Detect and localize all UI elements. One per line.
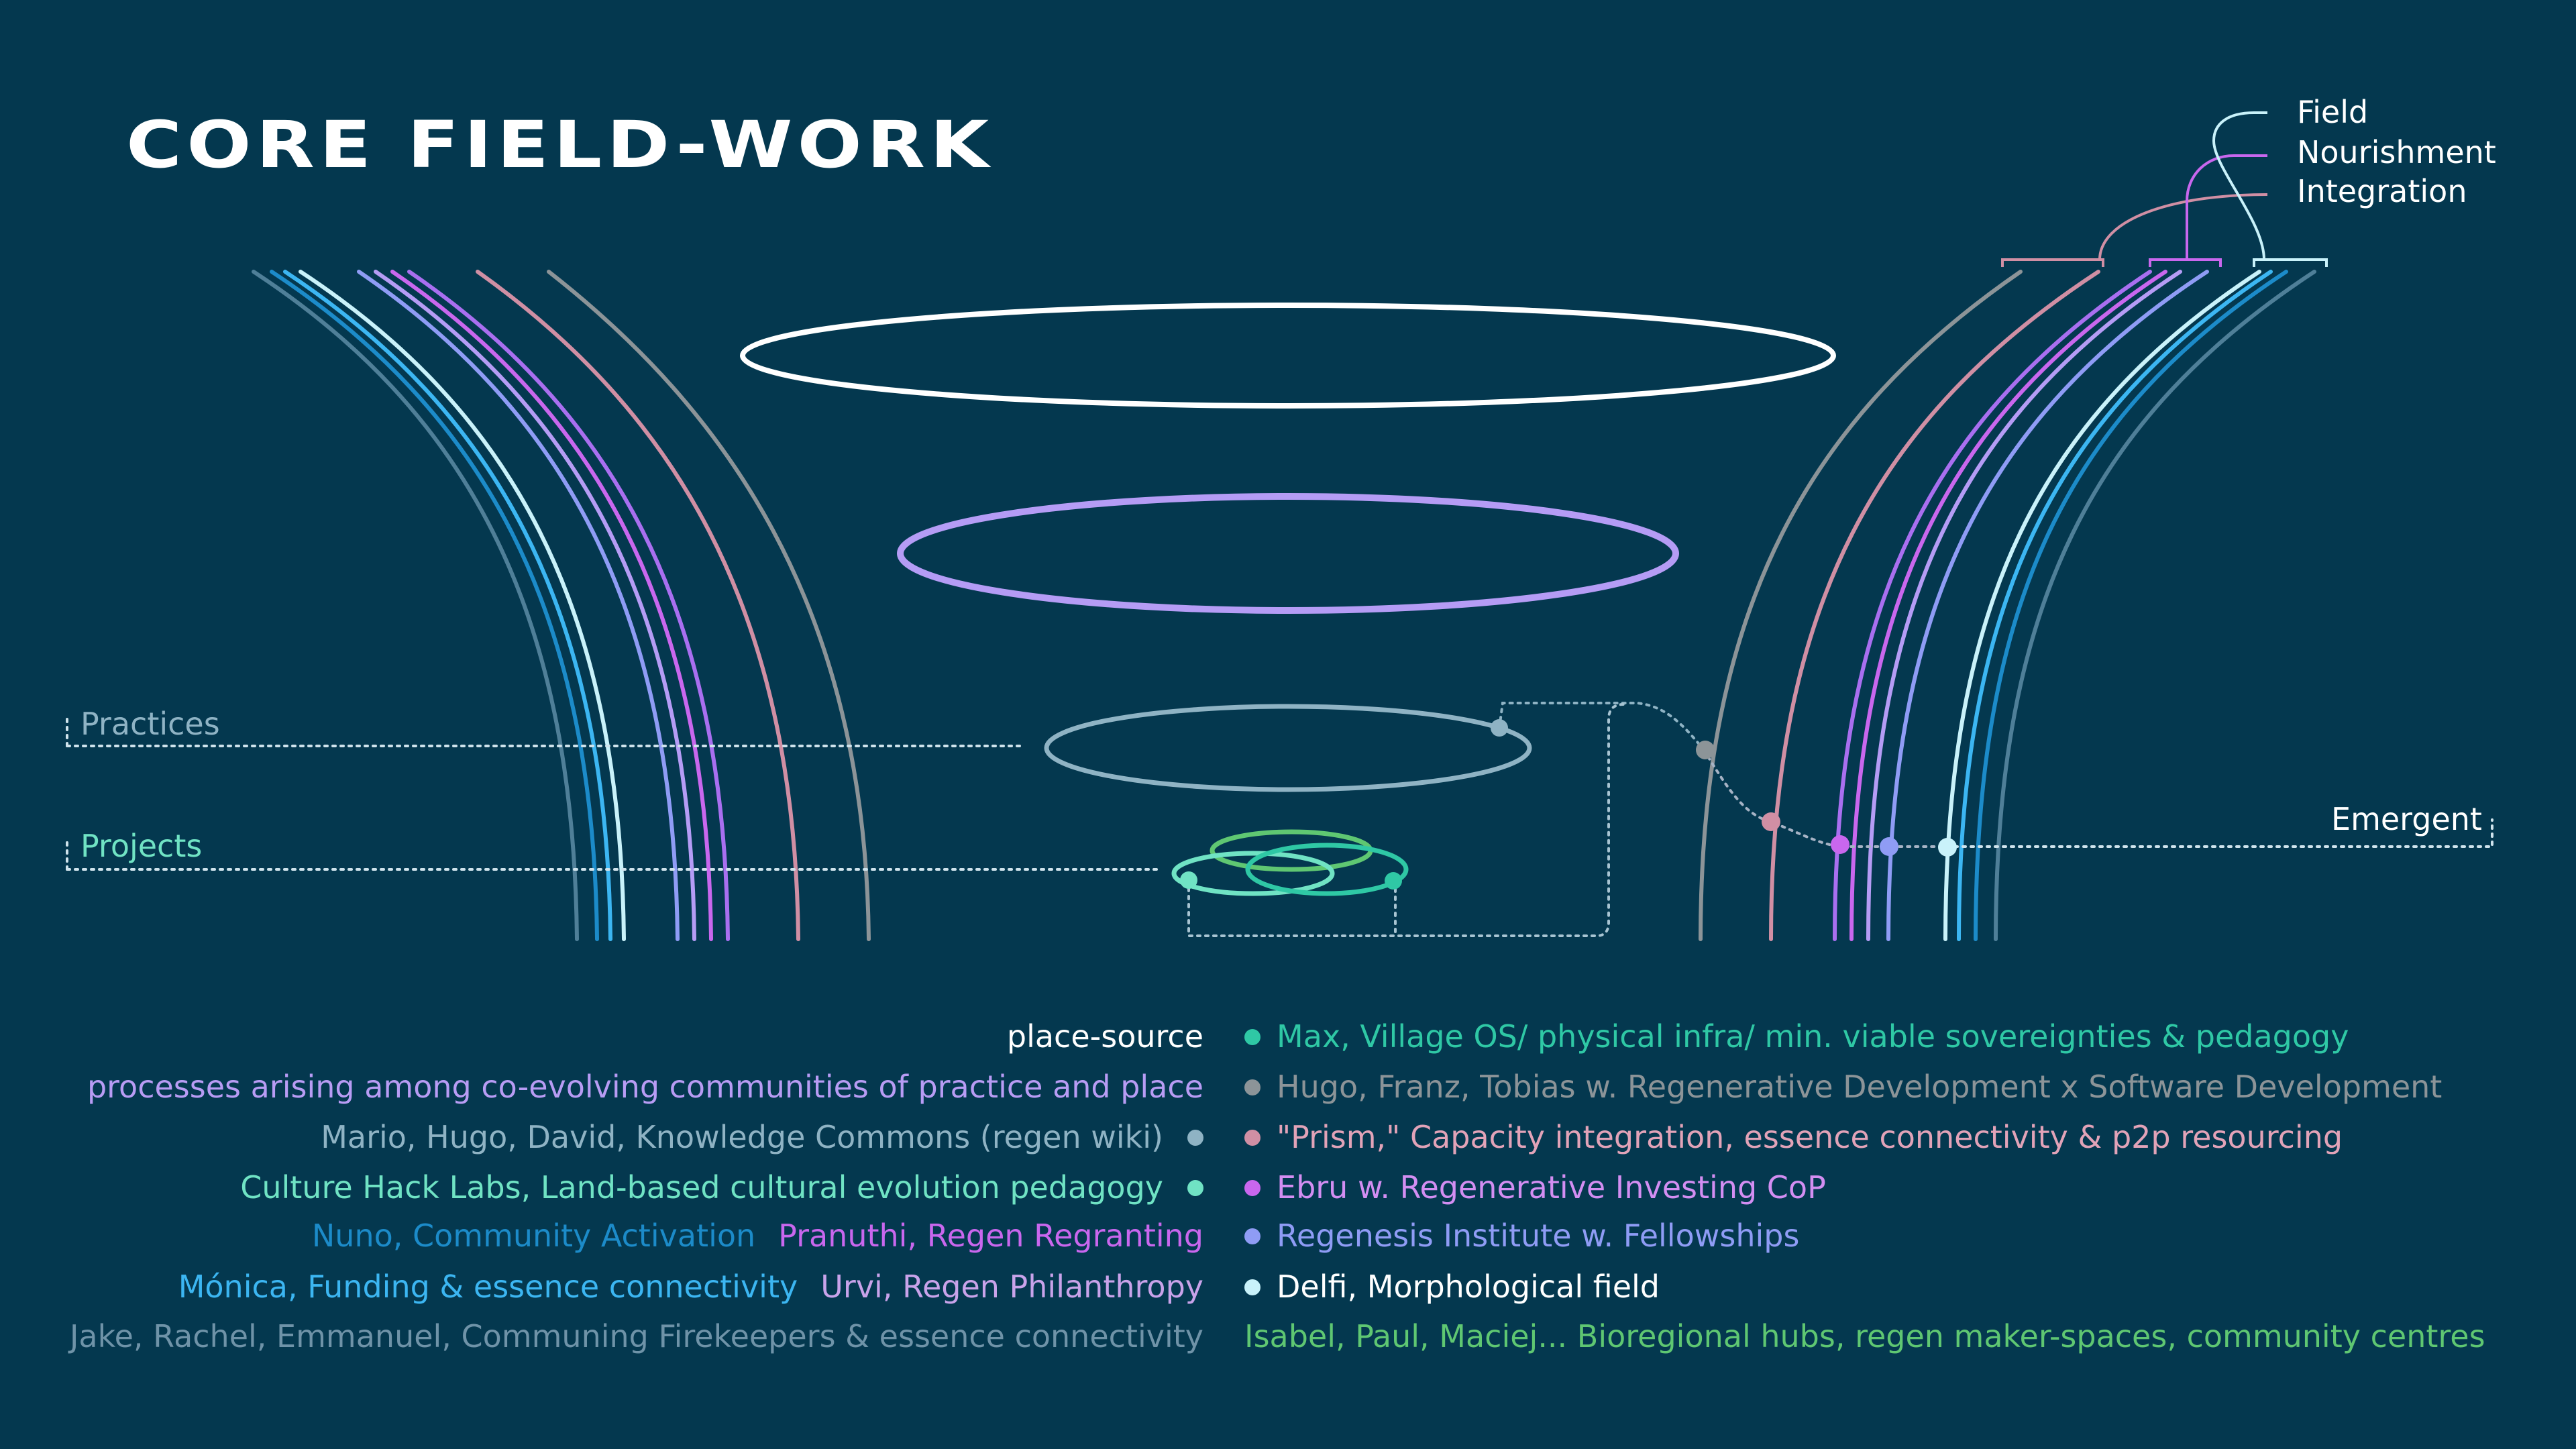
legend-left-text: Urvi, Regen Philanthropy bbox=[820, 1269, 1203, 1305]
legend-bullet-dot bbox=[1244, 1279, 1260, 1295]
legend-right-text: "Prism," Capacity integration, essence c… bbox=[1277, 1119, 2343, 1155]
left-line-violet bbox=[407, 270, 730, 941]
legend-right-row: Isabel, Paul, Maciej... Bioregional hubs… bbox=[1244, 1316, 2485, 1356]
legend-right-row: Ebru w. Regenerative Investing CoP bbox=[1244, 1167, 1826, 1208]
legend-right-row: "Prism," Capacity integration, essence c… bbox=[1244, 1117, 2343, 1157]
legend-left-row: place-source bbox=[1007, 1016, 1203, 1057]
legend-right-row: Max, Village OS/ physical infra/ min. vi… bbox=[1244, 1016, 2349, 1057]
left-line-magenta bbox=[390, 270, 713, 941]
node-ice bbox=[1938, 838, 1957, 857]
legend-left-text: Jake, Rachel, Emmanuel, Communing Fireke… bbox=[69, 1318, 1203, 1354]
key-brackets bbox=[2001, 111, 2328, 267]
field-bracket bbox=[2212, 111, 2328, 267]
legend-bullet-dot bbox=[1244, 1179, 1260, 1196]
nodes bbox=[1180, 719, 1957, 890]
right-line-rose bbox=[1769, 270, 2100, 941]
projects-loop bbox=[1187, 703, 1625, 937]
right-line-magenta bbox=[1849, 270, 2167, 941]
legend-right-text: Max, Village OS/ physical infra/ min. vi… bbox=[1277, 1018, 2349, 1055]
legend-left-row: Mónica, Funding & essence connectivity Ur… bbox=[178, 1267, 1203, 1307]
legend-left-text: Culture Hack Labs, Land-based cultural e… bbox=[240, 1169, 1163, 1205]
key-nourishment-label: Nourishment bbox=[2297, 134, 2496, 170]
field-ring-white bbox=[740, 303, 1836, 409]
practices-ring bbox=[1044, 704, 1532, 792]
right-line-violet bbox=[1833, 270, 2152, 941]
project-ring-teal bbox=[1245, 843, 1409, 896]
right-line-blue bbox=[1974, 270, 2288, 941]
emergent-label: Emergent bbox=[2331, 801, 2482, 837]
left-line-steel bbox=[252, 270, 579, 941]
emergent-curve bbox=[1703, 749, 1948, 848]
right-line-sky bbox=[1957, 270, 2273, 941]
emergent-dotted-line bbox=[1945, 818, 2493, 848]
legend-left-row: Culture Hack Labs, Land-based cultural e… bbox=[240, 1167, 1203, 1208]
legend-left-text: Mario, Hugo, David, Knowledge Commons (r… bbox=[321, 1119, 1163, 1155]
legend-right-text: Hugo, Franz, Tobias w. Regenerative Deve… bbox=[1277, 1069, 2443, 1105]
legend-bullet-dot bbox=[1244, 1079, 1260, 1095]
legend-left-row: processes arising among co-evolving comm… bbox=[87, 1067, 1203, 1107]
right-line-steel bbox=[1994, 270, 2316, 941]
legend-bullet-dot bbox=[1244, 1129, 1260, 1146]
left-flow-lines bbox=[252, 270, 871, 941]
left-line-blue bbox=[270, 270, 599, 941]
legend-bullet-dot bbox=[1187, 1129, 1203, 1146]
node-project-right bbox=[1385, 872, 1402, 890]
projects-label: Projects bbox=[80, 828, 203, 864]
left-line-lavender bbox=[374, 270, 696, 941]
nourishment-ring-purple bbox=[897, 493, 1679, 614]
legend-right-row: Hugo, Franz, Tobias w. Regenerative Deve… bbox=[1244, 1067, 2442, 1107]
right-line-periwinkle bbox=[1886, 270, 2209, 941]
node-rose bbox=[1762, 812, 1780, 831]
legend-right-row: Delfi, Morphological field bbox=[1244, 1267, 1660, 1307]
legend-left-row: Mario, Hugo, David, Knowledge Commons (r… bbox=[321, 1117, 1203, 1157]
nourishment-bracket bbox=[2149, 154, 2267, 267]
legend-left-text: Nuno, Community Activation bbox=[311, 1218, 756, 1254]
dotted-connectors bbox=[66, 702, 2493, 937]
legend-left-row: Jake, Rachel, Emmanuel, Communing Fireke… bbox=[70, 1316, 1203, 1356]
right-flow-lines bbox=[1699, 270, 2316, 941]
left-line-ice bbox=[299, 270, 626, 941]
project-ring-green bbox=[1210, 829, 1373, 872]
legend-left-text: processes arising among co-evolving comm… bbox=[87, 1069, 1203, 1105]
legend-left-text: Mónica, Funding & essence connectivity bbox=[178, 1269, 798, 1305]
left-line-sky bbox=[283, 270, 612, 941]
legend-left-row: Nuno, Community Activation Pranuthi, Rege… bbox=[312, 1216, 1203, 1256]
node-practices bbox=[1491, 719, 1508, 737]
legend-bullet-dot bbox=[1187, 1179, 1203, 1196]
node-magenta bbox=[1831, 835, 1849, 854]
legend-left-text: place-source bbox=[1006, 1018, 1203, 1055]
left-line-gray bbox=[547, 270, 871, 941]
practices-label: Practices bbox=[80, 706, 220, 742]
right-line-gray bbox=[1699, 270, 2023, 941]
key-integration-label: Integration bbox=[2297, 173, 2467, 209]
left-line-periwinkle bbox=[357, 270, 680, 941]
node-project-left bbox=[1180, 871, 1197, 889]
node-periwinkle bbox=[1880, 837, 1898, 856]
legend-right-text: Delfi, Morphological field bbox=[1277, 1269, 1660, 1305]
legend-left-text: Pranuthi, Regen Regranting bbox=[778, 1218, 1203, 1254]
practices-to-right bbox=[1498, 702, 1705, 751]
left-line-rose bbox=[476, 270, 800, 941]
legend-bullet-dot bbox=[1244, 1028, 1260, 1045]
integration-bracket bbox=[2001, 193, 2268, 267]
legend-right-text: Ebru w. Regenerative Investing CoP bbox=[1277, 1169, 1826, 1205]
node-gray bbox=[1696, 741, 1715, 759]
legend-bullet-dot bbox=[1244, 1228, 1260, 1244]
projects-rings bbox=[1171, 829, 1409, 896]
project-ring-mint bbox=[1171, 851, 1335, 896]
key-field-label: Field bbox=[2297, 94, 2369, 130]
legend-right-text: Isabel, Paul, Maciej... Bioregional hubs… bbox=[1244, 1318, 2485, 1354]
legend-right-row: Regenesis Institute w. Fellowships bbox=[1244, 1216, 1799, 1256]
right-line-lavender bbox=[1866, 270, 2182, 941]
right-line-ice bbox=[1943, 270, 2261, 941]
page-title: CORE FIELD-WORK bbox=[126, 107, 994, 182]
legend-right-text: Regenesis Institute w. Fellowships bbox=[1277, 1218, 1800, 1254]
